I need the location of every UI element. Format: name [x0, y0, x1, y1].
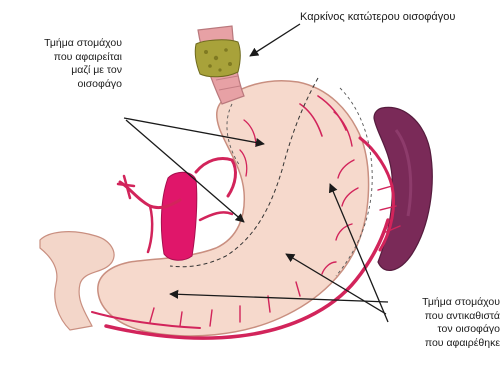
- replacement-part-line: τον οισοφάγο: [388, 323, 500, 337]
- removed-part-label: Τμήμα στομάχου που αφαιρείται μαζί με το…: [4, 37, 122, 91]
- magenta-organ: [161, 172, 196, 260]
- removed-part-line: μαζί με τον: [4, 64, 122, 78]
- removed-part-line: που αφαιρείται: [4, 51, 122, 65]
- replacement-part-label: Τμήμα στομάχου που αντικαθιστά τον οισοφ…: [388, 296, 500, 350]
- arrow-tumor: [250, 24, 300, 56]
- replacement-part-line: Τμήμα στομάχου: [388, 296, 500, 310]
- removed-part-line: Τμήμα στομάχου: [4, 37, 122, 51]
- replacement-part-line: που αντικαθιστά: [388, 310, 500, 324]
- removed-part-line: οισοφάγο: [4, 78, 122, 92]
- tumor-label: Καρκίνος κατώτερου οισοφάγου: [300, 11, 455, 25]
- stomach: [98, 81, 369, 336]
- replacement-part-line: που αφαιρέθηκε: [388, 337, 500, 351]
